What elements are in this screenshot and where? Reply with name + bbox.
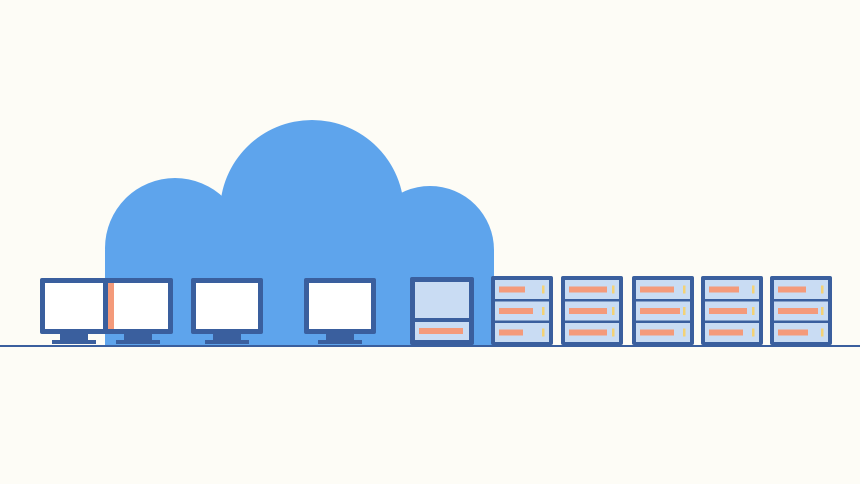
drawer-indicator-light bbox=[612, 307, 615, 315]
drawer-status-bar bbox=[640, 329, 674, 336]
drawer-status-bar bbox=[499, 329, 523, 336]
drawer-indicator-light bbox=[752, 285, 755, 294]
drawer-indicator-light bbox=[542, 328, 545, 337]
drawer-status-bar bbox=[709, 308, 747, 314]
server-rack-icon bbox=[491, 276, 553, 345]
monitor-icon bbox=[304, 278, 376, 344]
drawer-indicator-light bbox=[612, 285, 615, 294]
drawer-indicator-light bbox=[821, 307, 824, 315]
monitor-icon bbox=[191, 278, 263, 344]
drawer-indicator-light bbox=[683, 328, 686, 337]
ground-line bbox=[0, 345, 860, 347]
server-rack-icon bbox=[410, 277, 474, 345]
drawer-status-bar bbox=[778, 286, 806, 293]
monitor-icon bbox=[40, 278, 110, 344]
drawer-status-bar bbox=[709, 329, 743, 336]
server-rack-icon bbox=[632, 276, 694, 345]
drawer-status-bar bbox=[778, 329, 808, 336]
server-rack-icon bbox=[701, 276, 763, 345]
drawer-indicator-light bbox=[752, 307, 755, 315]
drawer-indicator-light bbox=[683, 285, 686, 294]
server-rack-icon bbox=[770, 276, 832, 345]
drawer-status-bar bbox=[569, 329, 607, 336]
server-group bbox=[410, 276, 832, 345]
drawer-indicator-light bbox=[752, 328, 755, 337]
drawer-indicator-light bbox=[612, 328, 615, 337]
drawer-status-bar bbox=[569, 308, 607, 314]
drawer-status-bar bbox=[778, 308, 818, 314]
drawer-indicator-light bbox=[542, 285, 545, 294]
server-rack-set bbox=[491, 276, 832, 345]
drawer-indicator-light bbox=[542, 307, 545, 315]
monitor-icon bbox=[103, 278, 173, 344]
drawer-indicator-light bbox=[821, 285, 824, 294]
drawer-status-bar bbox=[709, 286, 739, 293]
drawer-status-bar bbox=[569, 286, 607, 293]
drawer-status-bar bbox=[640, 308, 680, 314]
server-rack-icon bbox=[561, 276, 623, 345]
monitor-group bbox=[40, 278, 376, 344]
drawer-status-bar bbox=[640, 286, 674, 293]
drawer-indicator-light bbox=[683, 307, 686, 315]
drawer-status-bar bbox=[499, 308, 533, 314]
drawer-status-bar bbox=[499, 286, 525, 293]
drawer-indicator-light bbox=[821, 328, 824, 337]
